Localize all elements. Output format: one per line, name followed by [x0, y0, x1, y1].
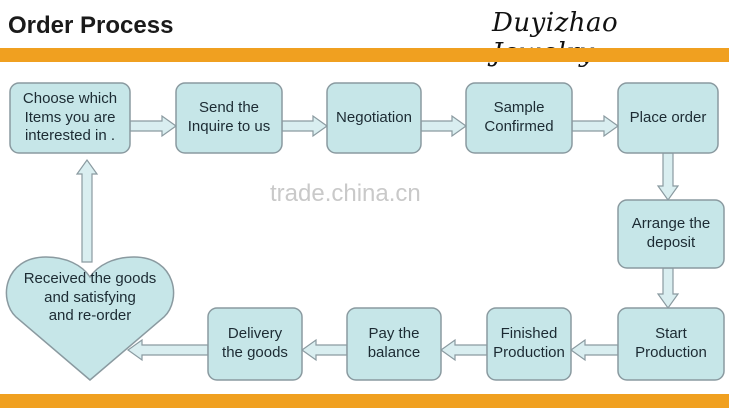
- node-delivery: [207, 307, 303, 381]
- node-negotiation: [326, 82, 422, 154]
- arrow-negotiation-to-sample: [420, 114, 468, 138]
- node-place: [617, 82, 719, 154]
- node-label-delivery: Delivery the goods: [222, 325, 288, 361]
- node-received: [5, 256, 175, 381]
- node-label-balance: Pay the balance: [367, 325, 421, 361]
- arrow-send-to-negotiation: [281, 114, 329, 138]
- node-label-deposit: Arrange the deposit: [631, 215, 711, 251]
- arrow-start-to-finished: [569, 338, 619, 362]
- bottom-orange-bar: [0, 394, 729, 408]
- node-label-negotiation: Negotiation: [336, 108, 412, 126]
- node-send: [175, 82, 283, 154]
- node-label-choose: Choose which Items you are interested in…: [22, 89, 118, 145]
- node-label-finished: Finished Production: [493, 325, 565, 361]
- arrow-choose-to-send: [129, 114, 178, 138]
- arrow-delivery-to-received: [126, 338, 209, 362]
- node-deposit: [617, 199, 725, 269]
- node-label-received: Received the goods and satisfying and re…: [23, 269, 157, 325]
- node-finished: [486, 307, 572, 381]
- node-label-place: Place order: [629, 108, 707, 126]
- arrow-sample-to-place: [571, 114, 620, 138]
- arrow-finished-to-balance: [439, 338, 488, 362]
- watermark: trade.china.cn: [270, 180, 421, 207]
- node-sample: [465, 82, 573, 154]
- node-label-send: Send the Inquire to us: [187, 99, 271, 135]
- arrow-place-to-deposit: [656, 152, 680, 202]
- page-title: Order Process: [8, 12, 174, 39]
- node-start: [617, 307, 725, 381]
- arrow-received-to-choose: [75, 158, 99, 263]
- arrow-balance-to-delivery: [300, 338, 348, 362]
- node-label-sample: Sample Confirmed: [484, 99, 554, 135]
- node-choose: [9, 82, 131, 154]
- node-label-start: Start Production: [635, 325, 707, 361]
- top-orange-bar: [0, 48, 729, 62]
- arrow-deposit-to-start: [656, 267, 680, 310]
- node-balance: [346, 307, 442, 381]
